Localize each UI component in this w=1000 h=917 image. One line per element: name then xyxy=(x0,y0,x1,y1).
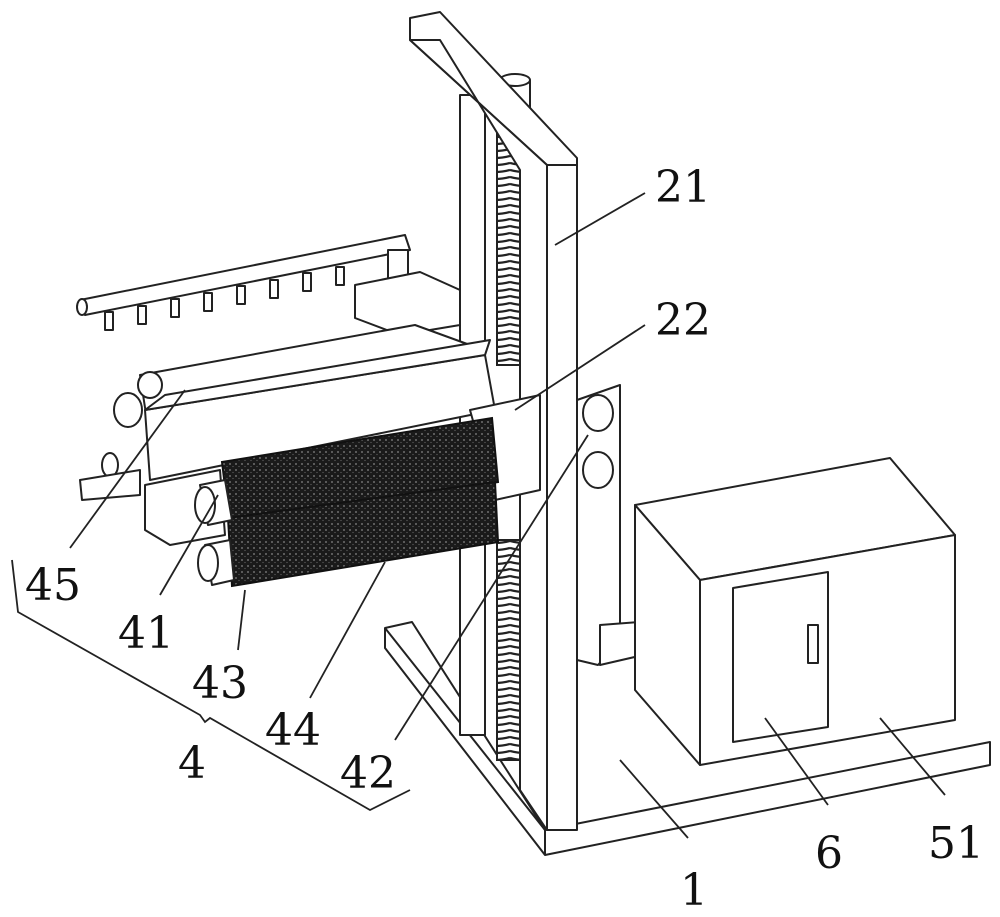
label-42: 42 xyxy=(340,748,396,799)
label-43: 43 xyxy=(192,658,248,709)
label-6: 6 xyxy=(815,828,843,879)
roller-frame xyxy=(79,324,541,546)
label-4: 4 xyxy=(178,738,206,789)
label-21: 21 xyxy=(655,162,711,213)
leader-lines xyxy=(69,192,946,839)
label-45: 45 xyxy=(25,560,81,611)
cabinet-door xyxy=(732,571,829,743)
label-51: 51 xyxy=(928,818,984,869)
nozzles xyxy=(104,266,345,331)
label-1: 1 xyxy=(680,865,708,916)
door-handle xyxy=(807,624,819,664)
label-41: 41 xyxy=(118,608,174,659)
label-22: 22 xyxy=(655,295,711,346)
brush-rollers xyxy=(194,416,500,588)
assembly-bracket xyxy=(11,559,411,812)
label-44: 44 xyxy=(265,705,321,756)
cabinet xyxy=(634,457,956,766)
spray-pipe xyxy=(76,234,461,336)
